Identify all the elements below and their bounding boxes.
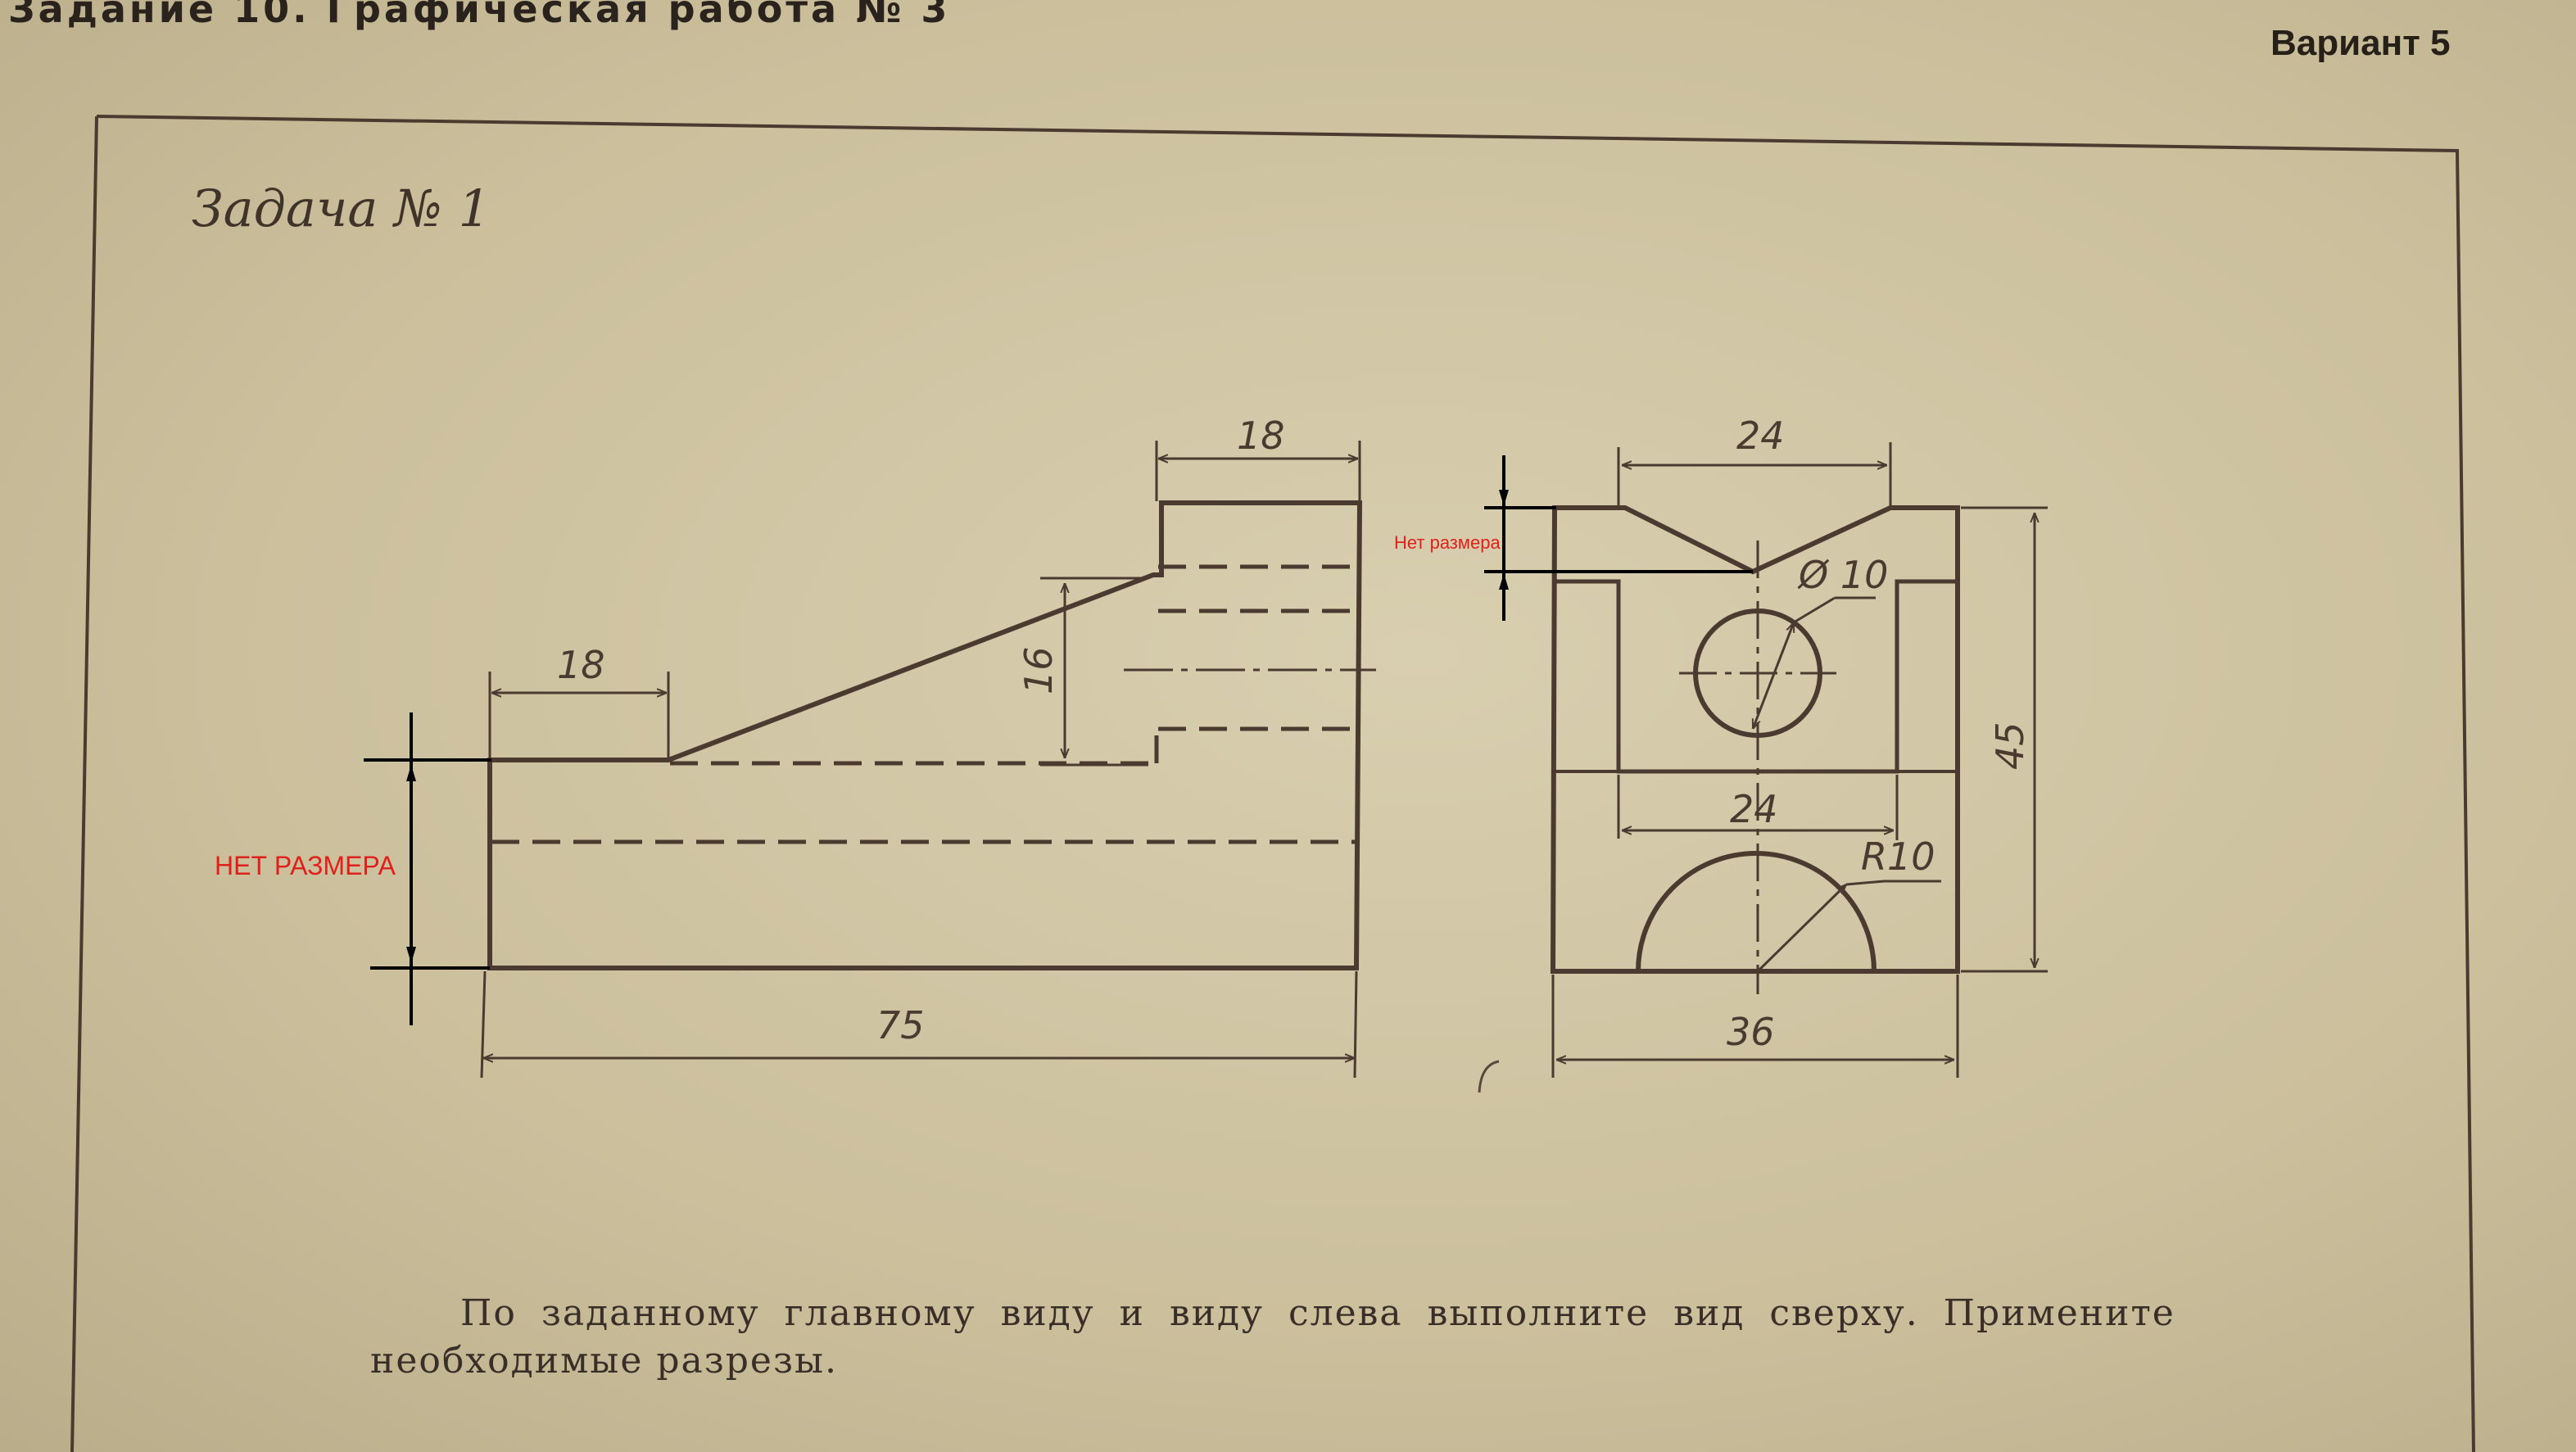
instruction-line-1: По заданному главному виду и виду слева … <box>460 1292 2175 1334</box>
side-dim-line-diameter <box>1751 622 1795 729</box>
variant-label: Вариант 5 <box>2270 23 2451 63</box>
front-missing-dim-annotation <box>364 712 491 1025</box>
side-dim-hole-diameter: Ø 10 <box>1797 553 1888 597</box>
side-missing-dim-note: Нет размера <box>1394 532 1501 553</box>
sheet-frame <box>70 115 2475 1452</box>
front-dim-total-width: 75 <box>876 1003 925 1047</box>
side-dim-arc-radius: R10 <box>1861 835 1935 879</box>
side-dim-base-width: 36 <box>1727 1010 1775 1054</box>
front-dim-left-step: 18 <box>557 643 605 687</box>
side-view-arch <box>1636 851 1877 972</box>
front-dim-top-width: 18 <box>1237 414 1285 458</box>
task-title: Задача № 1 <box>192 179 491 238</box>
side-dim-line-radius <box>1756 884 1846 973</box>
front-view-hidden-lines <box>491 564 1356 844</box>
front-view-contour <box>487 500 1363 970</box>
front-dim-slope-height: 16 <box>1016 646 1061 694</box>
front-missing-dim-note: НЕТ РАЗМЕРА <box>215 851 396 880</box>
side-missing-dim-annotation <box>1484 455 1753 621</box>
side-view-center-lines <box>1679 541 1836 994</box>
side-view-contour <box>1550 505 1960 974</box>
pencil-mark <box>1478 1060 1500 1093</box>
side-dim-total-height: 45 <box>1988 721 2032 770</box>
side-dim-groove-width: 24 <box>1736 414 1785 458</box>
side-dim-inner-width: 24 <box>1730 787 1778 831</box>
front-view <box>480 441 1376 1079</box>
side-view <box>1550 442 2048 1078</box>
instruction-line-2: необходимые разрезы. <box>370 1340 838 1382</box>
page-header: Задание 10. Графическая работа № 3 <box>8 0 951 31</box>
